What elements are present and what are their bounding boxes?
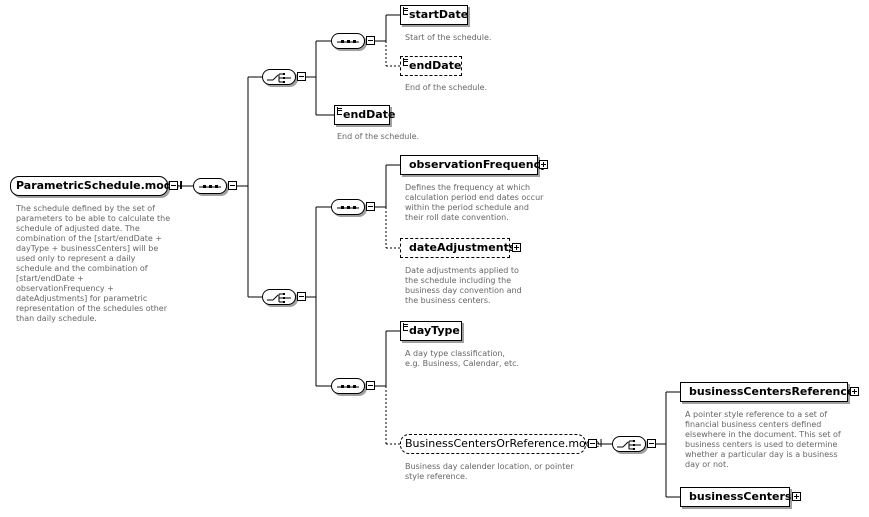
sequence-dots: [337, 385, 359, 388]
sequence-collapse-icon[interactable]: [366, 36, 375, 45]
element-label: observationFrequency: [409, 158, 548, 171]
expand-icon[interactable]: [792, 492, 801, 501]
element-observationFrequency[interactable]: observationFrequency: [400, 155, 547, 175]
element-description: A day type classification, e.g. Business…: [405, 349, 520, 368]
sequence-collapse-icon[interactable]: [366, 381, 375, 390]
sequence-icon: [193, 178, 227, 194]
element-label: dayType: [409, 324, 460, 337]
sequence-icon: [331, 199, 365, 215]
element-dateAdjustments[interactable]: dateAdjustments: [400, 238, 515, 258]
element-startDate[interactable]: startDate: [400, 5, 468, 25]
sequence-icon: [331, 33, 365, 49]
element-description: A pointer style reference to a set of fi…: [685, 410, 841, 469]
group-businessCentersOrReference[interactable]: BusinessCentersOrReference.model: [400, 434, 603, 454]
element-businessCentersReference[interactable]: businessCentersReference: [680, 382, 854, 402]
element-icon: [337, 107, 342, 115]
element-endDate-optional[interactable]: endDate: [400, 56, 462, 76]
element-description: End of the schedule.: [337, 132, 420, 141]
element-dayType[interactable]: dayType: [400, 321, 462, 341]
root-collapse-icon[interactable]: [169, 181, 178, 190]
element-description: Start of the schedule.: [405, 33, 492, 42]
choice-icon: [262, 289, 296, 305]
root-model-label: ParametricSchedule.model: [16, 179, 183, 192]
element-label: businessCentersReference: [689, 385, 855, 398]
sequence-collapse-icon[interactable]: [366, 202, 375, 211]
expand-icon[interactable]: [850, 387, 859, 396]
sequence-dots: [337, 40, 359, 43]
choice-collapse-icon[interactable]: [647, 439, 656, 448]
element-description: End of the schedule.: [405, 83, 488, 92]
choice-icon: [262, 69, 296, 85]
group-label: BusinessCentersOrReference.model: [405, 437, 603, 450]
sequence-dots: [337, 206, 359, 209]
sequence-dots: [199, 185, 221, 188]
element-icon: [403, 7, 408, 15]
root-description: The schedule defined by the set of param…: [16, 204, 171, 323]
choice-switch: [267, 73, 291, 83]
element-label: startDate: [409, 8, 469, 21]
choice-switch: [617, 440, 641, 450]
element-label: businessCenters: [689, 490, 792, 503]
choice-collapse-icon[interactable]: [297, 72, 306, 81]
element-endDate[interactable]: endDate: [334, 105, 395, 125]
element-label: dateAdjustments: [409, 241, 516, 254]
expand-icon[interactable]: [539, 160, 548, 169]
element-description: Defines the frequency at which calculati…: [405, 183, 544, 222]
choice-icon: [612, 436, 646, 452]
root-model-group[interactable]: ParametricSchedule.model: [10, 176, 183, 196]
expand-icon[interactable]: [512, 243, 521, 252]
element-icon: [403, 323, 408, 331]
sequence-icon: [331, 378, 365, 394]
group-description: Business day calender location, or point…: [405, 462, 574, 481]
group-collapse-icon[interactable]: [588, 439, 597, 448]
element-description: Date adjustments applied to the schedule…: [405, 266, 522, 305]
element-icon: [403, 58, 408, 66]
sequence-collapse-icon[interactable]: [228, 181, 237, 190]
choice-switch: [267, 293, 291, 303]
element-businessCenters[interactable]: businessCenters: [680, 487, 792, 507]
element-label: endDate: [409, 59, 462, 72]
element-label: endDate: [343, 108, 396, 121]
choice-collapse-icon[interactable]: [297, 292, 306, 301]
